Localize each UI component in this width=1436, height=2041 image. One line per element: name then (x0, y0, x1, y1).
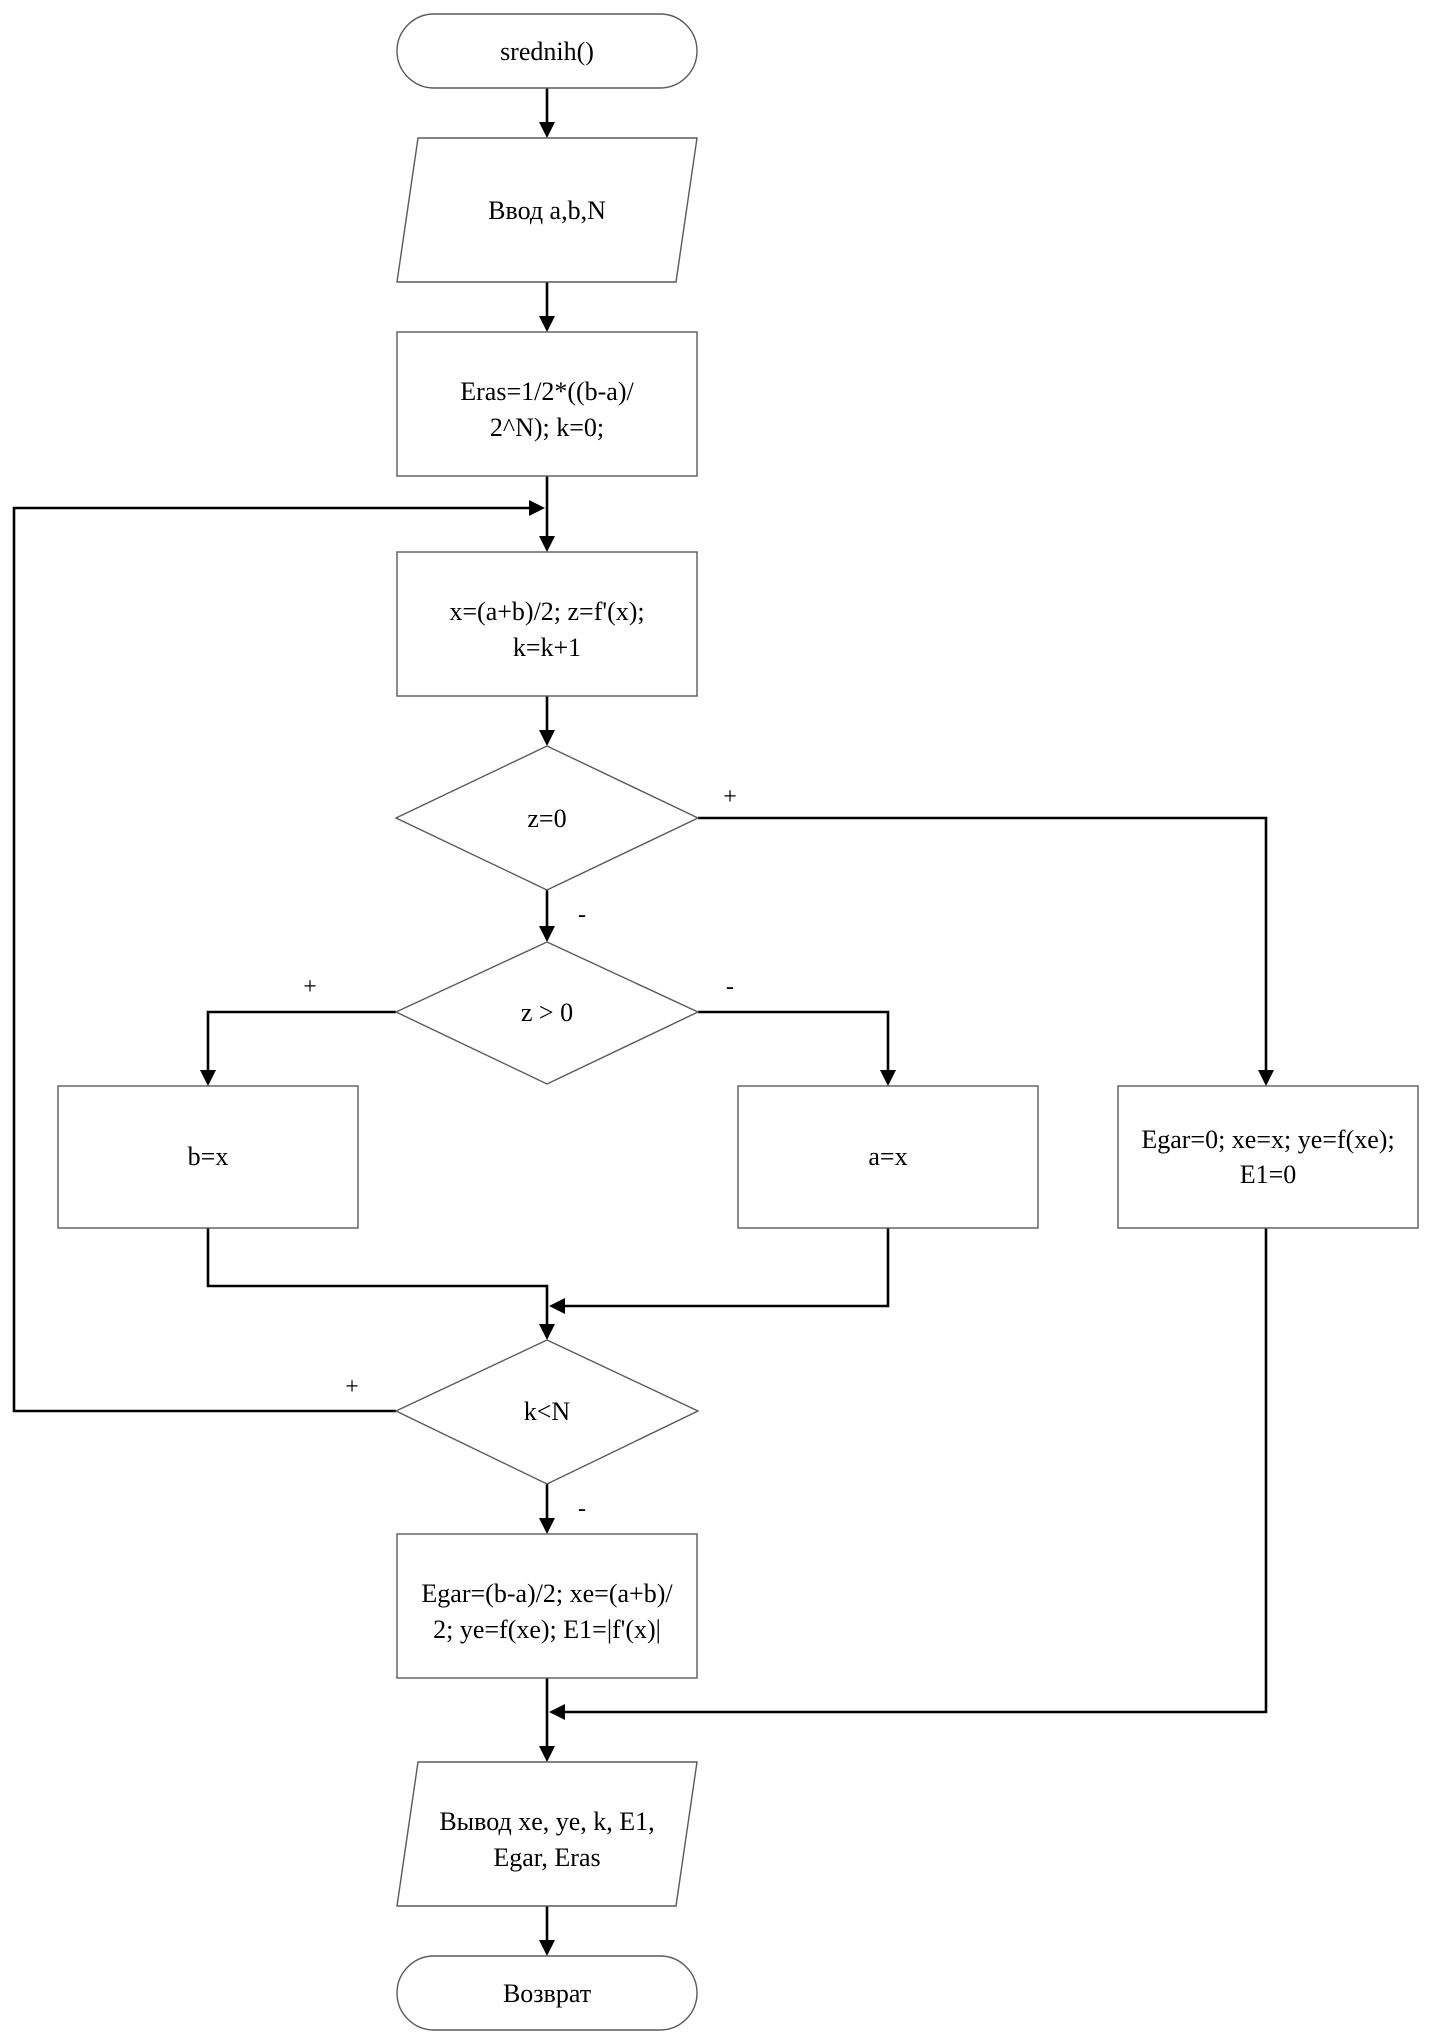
arrowhead (539, 1746, 555, 1762)
zero-condition: z=0 (527, 804, 566, 833)
loop-no-mark: - (578, 1496, 586, 1522)
input-label: Ввод a,b,N (488, 196, 606, 225)
zero-yes-mark: + (723, 784, 737, 810)
exact-line-1: Egar=0; xe=x; ye=f(xe); (1141, 1125, 1394, 1154)
positive-no-mark: - (726, 974, 734, 1000)
edge-assign-a-merge (565, 1228, 890, 1308)
midpoint-line-2: k=k+1 (513, 633, 581, 662)
loop-decision: k<N (394, 1339, 700, 1485)
init-process: Eras=1/2*((b-a)/ 2^N); k=0; (396, 331, 698, 477)
output-line-2: Egar, Eras (493, 1843, 600, 1872)
approx-result-process: Egar=(b-a)/2; xe=(a+b)/ 2; ye=f(xe); E1=… (396, 1533, 698, 1679)
end-terminator: Возврат (396, 1955, 698, 2031)
edge-loop-back (12, 506, 529, 1413)
end-label: Возврат (503, 1979, 591, 2008)
arrowhead (549, 1704, 565, 1720)
zero-no-mark: - (578, 902, 586, 928)
output-line-1: Вывод xe, ye, k, E1, (439, 1807, 654, 1836)
arrowhead (529, 500, 545, 516)
connectors (12, 88, 1274, 1956)
init-line-1: Eras=1/2*((b-a)/ (460, 377, 634, 406)
start-terminator: srednih() (396, 13, 698, 89)
arrowhead (539, 122, 555, 138)
loop-condition: k<N (524, 1397, 571, 1426)
start-label: srednih() (500, 37, 594, 66)
arrowhead (539, 1518, 555, 1534)
arrowhead (880, 1070, 896, 1086)
arrowhead (539, 730, 555, 746)
arrowhead (539, 1324, 555, 1340)
assign-a-process: a=x (737, 1085, 1039, 1229)
positive-yes-mark: + (303, 974, 317, 1000)
loop-yes-mark: + (345, 1374, 359, 1400)
approx-line-2: 2; ye=f(xe); E1=|f'(x)| (433, 1615, 661, 1644)
arrowhead (539, 536, 555, 552)
arrowhead (539, 926, 555, 942)
arrowhead (1258, 1070, 1274, 1086)
arrowhead (539, 316, 555, 332)
edge-zero-yes (698, 816, 1268, 1070)
arrowhead (200, 1070, 216, 1086)
input-parallelogram: Ввод a,b,N (396, 137, 698, 283)
midpoint-process: x=(a+b)/2; z=f'(x); k=k+1 (396, 551, 698, 697)
init-line-2: 2^N); k=0; (490, 413, 604, 442)
assign-b-process: b=x (57, 1085, 359, 1229)
arrowhead (549, 1298, 565, 1314)
exact-line-2: E1=0 (1240, 1160, 1297, 1189)
zero-decision: z=0 (394, 745, 700, 891)
positive-condition: z > 0 (521, 998, 573, 1027)
output-parallelogram: Вывод xe, ye, k, E1, Egar, Eras (396, 1761, 698, 1907)
edge-exact-output (565, 1228, 1268, 1714)
edge-positive-no (698, 1010, 890, 1070)
positive-decision: z > 0 (394, 941, 700, 1085)
branch-labels: + - + - + - (303, 784, 737, 1522)
midpoint-line-1: x=(a+b)/2; z=f'(x); (449, 597, 644, 626)
approx-line-1: Egar=(b-a)/2; xe=(a+b)/ (421, 1579, 673, 1608)
arrowhead (539, 1940, 555, 1956)
edge-assign-b-merge (206, 1228, 549, 1324)
assign-b-label: b=x (188, 1142, 229, 1171)
exact-result-process: Egar=0; xe=x; ye=f(xe); E1=0 (1117, 1085, 1419, 1229)
edge-positive-yes (206, 1010, 396, 1070)
assign-a-label: a=x (868, 1142, 907, 1171)
